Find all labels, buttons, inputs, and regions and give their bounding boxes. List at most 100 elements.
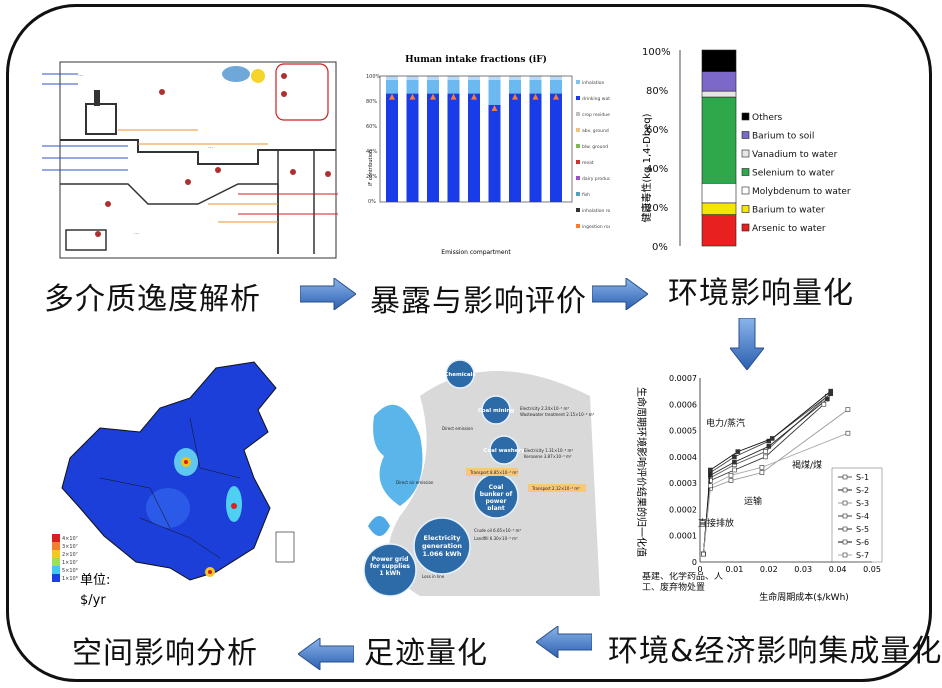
svg-text:Wastewater treatment 2.15×10⁻³: Wastewater treatment 2.15×10⁻³ m³ [520, 412, 595, 417]
ingestion-marker [409, 93, 416, 100]
intake-legend-item: blw. ground prod. [582, 144, 610, 150]
ingestion-marker [389, 93, 395, 100]
ingestion-marker [532, 93, 539, 100]
svg-text:Electricity 2.24×10⁻³ m³: Electricity 2.24×10⁻³ m³ [520, 406, 569, 411]
lca-point [766, 438, 772, 444]
svg-text:Coal mining: Coal mining [478, 408, 515, 414]
intake-bar [529, 76, 542, 202]
lca-cost-chart: 生命周期环境影响评价结果的归一化值 0 0.0001 0.0002 0.0003 0.0… [616, 360, 916, 608]
svg-text:Direct emission: Direct emission [442, 426, 473, 431]
map-unit-value: $/yr [80, 593, 106, 608]
svg-text:Transport 2.12×10⁻³ m³: Transport 2.12×10⁻³ m³ [531, 486, 580, 491]
lca-ytick: 0.0004 [669, 453, 697, 462]
annot-electricity: 电力/蒸汽 [706, 417, 745, 429]
lca-ytick: 0.0005 [669, 427, 697, 436]
arrow-left-1-icon [536, 626, 592, 658]
intake-xlabel: Emission compartment [441, 249, 511, 256]
lca-series-line [702, 432, 849, 555]
health-toxicity-chart: 健康毒性(kg 1,4-Dbeq) 100% 80% 60% 40% 20% 0… [630, 42, 920, 254]
annot-lignite: 褐煤/煤 [792, 459, 822, 471]
lca-point [766, 444, 772, 449]
lca-point [701, 551, 706, 557]
lca-ytick: 0.0001 [669, 532, 697, 541]
lca-point [845, 407, 851, 412]
ingestion-marker [471, 93, 477, 100]
lca-legend-item: S-1 [856, 473, 869, 482]
stack-segment [701, 90, 737, 98]
map-unit-label: 单位: [80, 573, 110, 588]
svg-text:80%: 80% [646, 86, 668, 97]
lca-point [824, 396, 830, 402]
lca-point [763, 454, 768, 460]
lca-xlabel: 生命周期成本($/kWh) [759, 591, 849, 603]
lca-xtick: 0.05 [863, 565, 881, 574]
svg-text:Chemicals: Chemicals [444, 372, 476, 378]
svg-text:…: … [78, 72, 83, 78]
toxicity-ylabel: 健康毒性(kg 1,4-Dbeq) [640, 113, 653, 222]
lca-point [759, 465, 765, 470]
arrow-down-icon [730, 318, 764, 370]
intake-legend-item: drinking water [582, 96, 610, 102]
lca-xtick: 0.04 [829, 565, 847, 574]
svg-text:60%: 60% [366, 124, 377, 130]
svg-text:100%: 100% [642, 47, 671, 58]
intake-bar [488, 76, 501, 202]
svg-text:Landfill 6.30×10⁻³ m³: Landfill 6.30×10⁻³ m³ [474, 536, 518, 541]
lca-point [708, 483, 713, 489]
arrow-left-2-icon [298, 638, 354, 670]
lca-point [821, 401, 827, 407]
annot-transport: 运输 [744, 495, 762, 507]
lca-series-line [702, 393, 831, 555]
lca-xtick: 0 [697, 565, 702, 574]
intake-bar [509, 76, 521, 202]
map-scale-label: 1×10⁶ [62, 576, 78, 582]
svg-text:20%: 20% [366, 174, 377, 180]
intake-legend-item: inhalation route [582, 208, 610, 214]
map-scale-label: 3×10⁷ [62, 544, 78, 550]
map-scale-label: 4×10⁷ [62, 536, 78, 542]
svg-text:Transport 8.85×10⁻³ m³: Transport 8.85×10⁻³ m³ [469, 470, 518, 475]
lca-xtick: 0.02 [760, 565, 778, 574]
impact-legend-item: Vanadium to water [752, 150, 838, 160]
intake-legend-item: ingestion route [582, 224, 610, 230]
svg-text:…: … [208, 144, 213, 150]
intake-legend-item: crop residues [582, 112, 610, 118]
intake-legend-item: meat [582, 160, 594, 166]
lca-ytick: 0.0002 [669, 505, 697, 514]
lca-legend-item: S-3 [856, 499, 869, 508]
svg-text:0%: 0% [652, 242, 668, 253]
intake-bar [386, 76, 398, 202]
footprint-diagram: Chemicals Coal mining Coal washery Coal … [360, 356, 608, 606]
stack-segment [701, 182, 737, 204]
impact-legend-item: Others [752, 113, 783, 123]
lca-point [708, 478, 713, 483]
intake-fraction-chart: Human intake fractions (iF) iF contribut… [358, 48, 610, 262]
lca-legend-item: S-6 [856, 538, 869, 547]
svg-text:40%: 40% [646, 164, 668, 175]
lca-xtick: 0.03 [794, 565, 812, 574]
lca-point [732, 454, 737, 460]
svg-text:Crude oil 6.65×10⁻³ m³: Crude oil 6.65×10⁻³ m³ [474, 528, 521, 533]
fugacity-diagram-panel: ……… [38, 54, 342, 264]
step-spatial: 空间影响分析 [72, 636, 258, 671]
map-scale-label: 5×10⁶ [62, 568, 78, 574]
annot-infrastructure: 基建、化学药品、人工、废弃物处置 [642, 572, 724, 593]
intake-bar [406, 76, 419, 202]
stack-segment [701, 202, 737, 215]
impact-legend-item: Barium to soil [752, 132, 814, 142]
lca-point [759, 470, 765, 475]
arrow-right-1-icon [300, 278, 356, 310]
svg-text:80%: 80% [366, 99, 377, 105]
intake-legend-item: dairy products [582, 176, 610, 182]
stack-segment [701, 49, 737, 72]
lca-ytick: 0.0007 [669, 374, 697, 383]
svg-text:Coal washery: Coal washery [483, 448, 525, 454]
lca-legend-item: S-7 [856, 551, 869, 560]
arrow-right-2-icon [592, 278, 648, 310]
lca-point [732, 467, 737, 473]
map-scale-label: 2×10⁷ [62, 552, 78, 558]
stack-segment [701, 214, 737, 247]
lca-ylabel: 生命周期环境影响评价结果的归一化值 [635, 387, 648, 557]
impact-legend-item: Selenium to water [752, 169, 835, 179]
lca-ytick: 0.0003 [669, 479, 697, 488]
